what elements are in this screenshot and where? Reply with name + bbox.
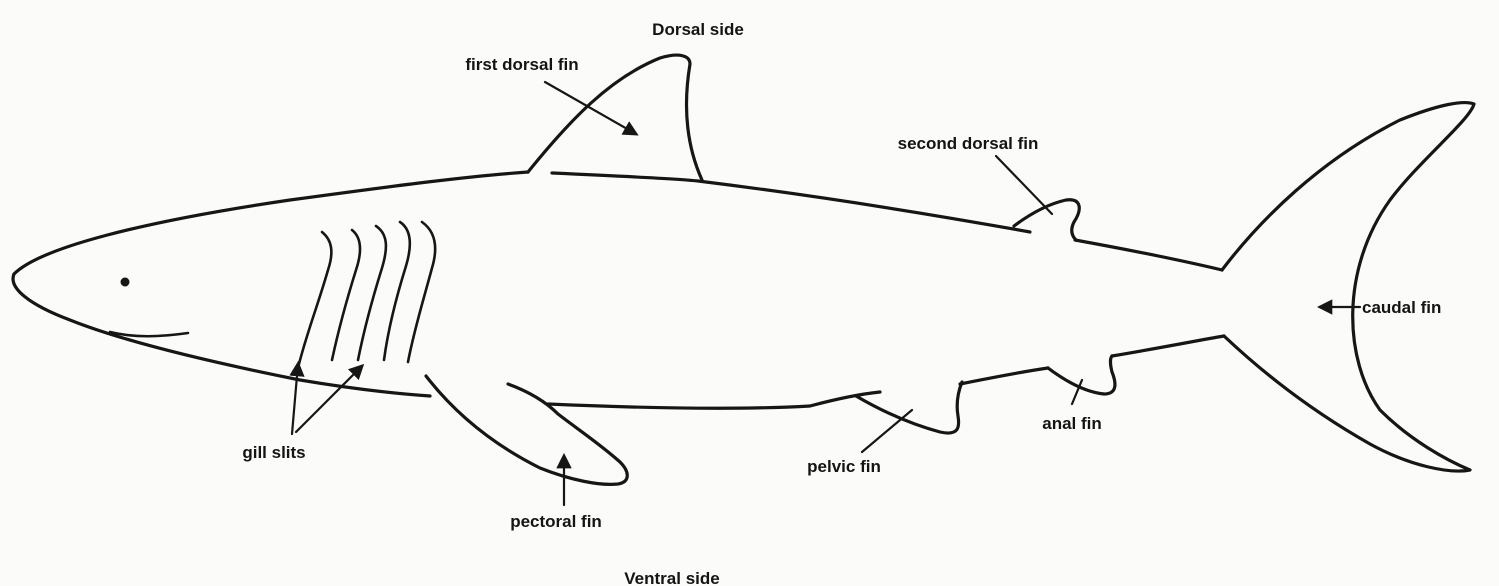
second-dorsal-fin-label: second dorsal fin [898, 134, 1039, 153]
gill-slits-label: gill slits [242, 443, 305, 462]
pectoral-fin [426, 376, 627, 484]
pelvic-fin [856, 382, 962, 433]
gill-slits-pointer-left [292, 364, 298, 434]
gill-slit-3 [358, 226, 386, 360]
leader-lines [292, 82, 1360, 505]
second-dorsal-fin-pointer [996, 156, 1052, 214]
gill-slit-4 [384, 222, 410, 360]
caudal-fin [1222, 103, 1474, 471]
snout-outline [13, 274, 430, 396]
pelvic-fin-pointer [862, 410, 912, 452]
ventral-side-label: Ventral side [624, 569, 719, 586]
back-outline-rear [1075, 240, 1222, 270]
first-dorsal-fin-label: first dorsal fin [465, 55, 578, 74]
first-dorsal-fin-pointer [545, 82, 636, 134]
belly-outline-mid [960, 368, 1048, 384]
gill-slit-5 [408, 222, 435, 362]
gill-slit-1 [298, 232, 331, 368]
back-outline-front [14, 172, 528, 274]
back-outline-mid [552, 173, 1030, 232]
gill-slits-group [298, 222, 435, 368]
caudal-fin-label: caudal fin [1362, 298, 1441, 317]
eye [121, 278, 130, 287]
mouth [110, 332, 188, 336]
anal-fin-label: anal fin [1042, 414, 1102, 433]
belly-outline-rear [1112, 336, 1224, 356]
gill-slits-pointer-right [296, 366, 362, 432]
pectoral-fin-label: pectoral fin [510, 512, 602, 531]
belly-outline-front [548, 392, 880, 408]
pelvic-fin-label: pelvic fin [807, 457, 881, 476]
shark-body [13, 55, 1474, 484]
anal-fin [1048, 356, 1115, 394]
gill-slit-2 [332, 230, 360, 360]
dorsal-side-label: Dorsal side [652, 20, 744, 39]
second-dorsal-fin [1014, 200, 1079, 240]
